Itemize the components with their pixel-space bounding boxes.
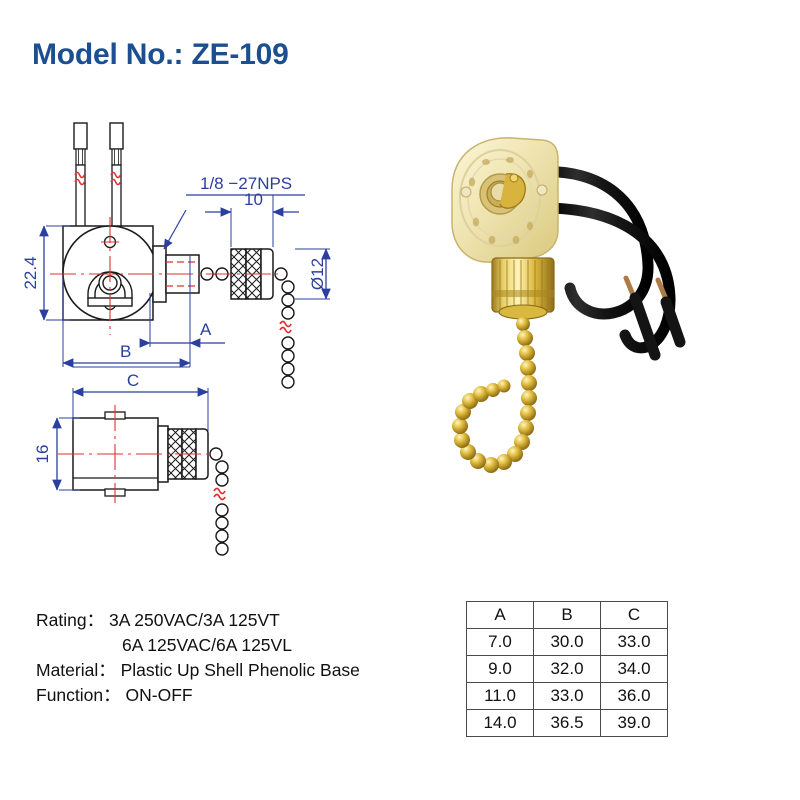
spec-material-value: Plastic Up Shell Phenolic Base xyxy=(120,660,360,681)
table-header-b: B xyxy=(533,601,601,629)
table-header-a: A xyxy=(466,601,534,629)
label-body-height: 22.4 xyxy=(21,256,40,289)
spec-function-label: Function： xyxy=(36,685,121,706)
label-dim-a: A xyxy=(200,320,212,339)
product-photo xyxy=(430,130,760,510)
label-nut-length: 10 xyxy=(244,190,263,209)
spec-function-value: ON-OFF xyxy=(125,685,193,706)
spec-material-row: Material： Plastic Up Shell Phenolic Base xyxy=(36,658,360,683)
spec-rating-line2: 6A 125VAC/6A 125VL xyxy=(122,635,292,656)
table-cell: 36.5 xyxy=(533,709,601,737)
technical-drawing: 1/8 −27NPS 10 Ø12 22.4 A B xyxy=(0,95,430,575)
table-cell: 33.0 xyxy=(533,682,601,710)
wire-end-right xyxy=(655,277,686,348)
lead-wire-right xyxy=(109,122,124,228)
spec-material-label: Material： xyxy=(36,660,116,681)
brass-collar-nut xyxy=(491,257,555,320)
front-view-dimensions xyxy=(39,194,331,368)
spec-rating-row: Rating： 3A 250VAC/3A 125VT xyxy=(36,608,360,633)
table-row: 9.0 32.0 34.0 xyxy=(466,655,668,683)
table-cell: 7.0 xyxy=(466,628,534,656)
table-cell: 34.0 xyxy=(600,655,668,683)
table-header-c: C xyxy=(600,601,668,629)
spec-rating-row2: 6A 125VAC/6A 125VL xyxy=(36,633,360,658)
lead-wire-left xyxy=(73,122,88,228)
table-cell: 32.0 xyxy=(533,655,601,683)
table-row: 14.0 36.5 39.0 xyxy=(466,709,668,737)
label-thread: 1/8 −27NPS xyxy=(200,174,292,193)
front-view-geometry xyxy=(50,122,295,389)
spec-rating-line1: 3A 250VAC/3A 125VT xyxy=(108,610,280,630)
wire-end-left xyxy=(623,275,661,361)
table-row: 11.0 33.0 36.0 xyxy=(466,682,668,710)
front-view-dimension-labels: 1/8 −27NPS 10 Ø12 22.4 A B xyxy=(21,174,327,361)
plastic-housing xyxy=(451,137,559,263)
table-row: 7.0 30.0 33.0 xyxy=(466,628,668,656)
specifications: Rating： 3A 250VAC/3A 125VT 6A 125VAC/6A … xyxy=(36,608,360,708)
label-dim-b: B xyxy=(120,342,131,361)
lead-wires xyxy=(532,166,676,354)
label-chain-diameter: Ø12 xyxy=(308,258,327,290)
side-view-dimensions xyxy=(52,366,209,491)
table-cell: 30.0 xyxy=(533,628,601,656)
side-view-geometry xyxy=(58,405,229,556)
table-cell: 14.0 xyxy=(466,709,534,737)
bead-chain xyxy=(452,317,537,473)
table-cell: 11.0 xyxy=(466,682,534,710)
table-header-row: A B C xyxy=(466,601,668,629)
page-title: Model No.: ZE-109 xyxy=(32,38,289,71)
table-cell: 39.0 xyxy=(600,709,668,737)
label-dim-c: C xyxy=(127,371,139,390)
table-cell: 36.0 xyxy=(600,682,668,710)
spec-rating-label: Rating： xyxy=(36,610,105,630)
dimension-table: A B C 7.0 30.0 33.0 9.0 32.0 34.0 11.0 3… xyxy=(466,601,668,737)
table-cell: 9.0 xyxy=(466,655,534,683)
side-view-dimension-labels: C 16 xyxy=(33,371,139,463)
spec-function-row: Function： ON-OFF xyxy=(36,683,360,708)
label-body-width: 16 xyxy=(33,445,52,464)
table-cell: 33.0 xyxy=(600,628,668,656)
